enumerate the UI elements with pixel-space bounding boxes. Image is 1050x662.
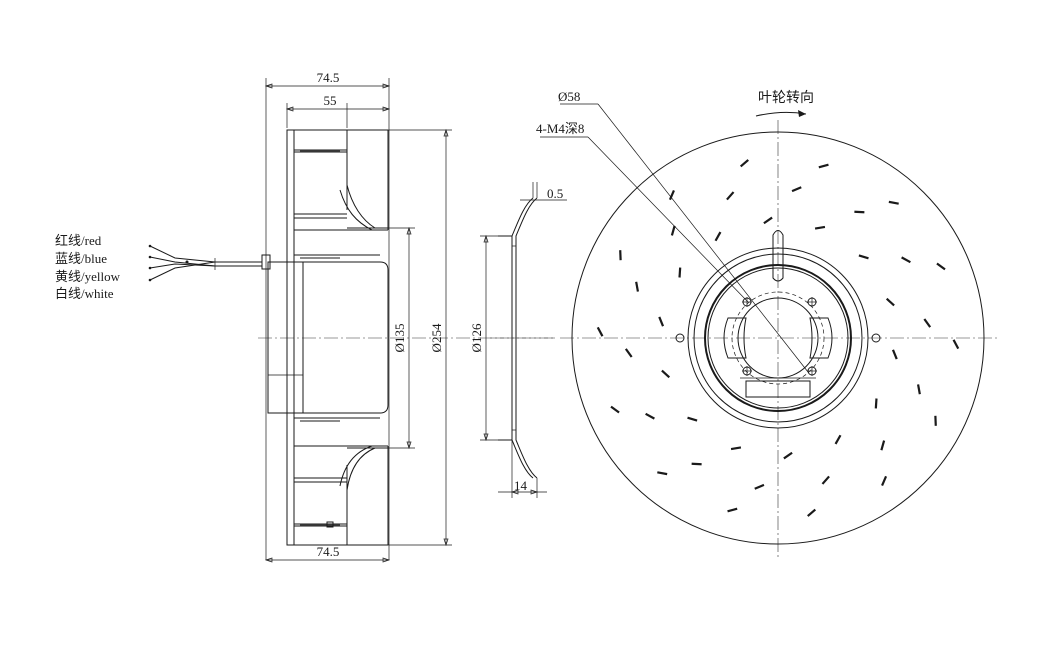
front-view: Ø58 4-M4深8 叶轮转向 — [536, 89, 1000, 560]
blade-slot — [646, 414, 655, 419]
blade-slot — [662, 371, 669, 378]
dim-top-width: 74.5 — [317, 70, 340, 85]
dim-inlet-diameter: Ø126 — [469, 323, 484, 352]
blade-slot — [636, 282, 638, 292]
blade-slot — [881, 441, 884, 451]
blade-slot — [716, 232, 721, 241]
dim-bottom-width: 74.5 — [317, 544, 340, 559]
blade-slot — [954, 340, 959, 349]
blade-slot — [659, 317, 663, 326]
blade-slot — [657, 472, 667, 474]
dim-outer-diameter: Ø254 — [429, 323, 444, 352]
blade-slot — [741, 160, 749, 167]
blade-slot — [731, 447, 741, 449]
blade-slot — [918, 384, 920, 394]
blade-slot — [672, 226, 675, 236]
blade-slot — [822, 476, 829, 483]
blade-slot — [755, 485, 764, 489]
blade-slot — [728, 509, 738, 512]
blade-slot — [764, 218, 772, 224]
wire-label-blue: 蓝线/blue — [55, 251, 107, 266]
dim-inlet-depth: 14 — [514, 478, 528, 493]
blade-slot — [815, 227, 825, 229]
dim-flange-thickness: 0.5 — [547, 186, 563, 201]
blade-slot — [876, 399, 877, 409]
rotation-direction-label: 叶轮转向 — [758, 90, 814, 106]
blade-slot — [882, 476, 886, 485]
blade-slot — [887, 299, 894, 306]
inlet-ring-view: Ø126 0.5 14 — [469, 182, 567, 498]
side-view: 74.5 55 74.5 Ø135 Ø254 — [258, 70, 555, 562]
blade-slot — [924, 319, 930, 327]
wire-label-yellow: 黄线/yellow — [55, 269, 121, 284]
blade-slot — [859, 255, 869, 258]
blade-slot — [889, 202, 899, 204]
wire-bundle: 红线/red 蓝线/blue 黄线/yellow 白线/white — [55, 233, 262, 301]
dim-bolt-circle: Ø58 — [558, 89, 580, 104]
wire-label-white: 白线/white — [55, 286, 114, 301]
blade-slot — [808, 510, 816, 517]
blade-slot — [598, 327, 603, 336]
blade-slot — [937, 263, 945, 269]
blade-slot — [893, 350, 897, 359]
blade-slot — [626, 349, 632, 357]
blade-slot — [819, 165, 829, 168]
blade-slot — [784, 453, 792, 459]
dim-motor-diameter: Ø135 — [392, 324, 407, 353]
blade-slot — [727, 192, 734, 199]
blade-slot — [680, 268, 681, 278]
blade-slot — [902, 257, 911, 262]
blade-slot — [611, 407, 619, 413]
wire-label-red: 红线/red — [55, 233, 102, 248]
dim-inner-width: 55 — [324, 93, 337, 108]
blade-slot — [688, 418, 698, 421]
dim-mount-holes: 4-M4深8 — [536, 121, 584, 136]
blade-slot — [792, 187, 801, 191]
blade-slot — [836, 435, 841, 444]
